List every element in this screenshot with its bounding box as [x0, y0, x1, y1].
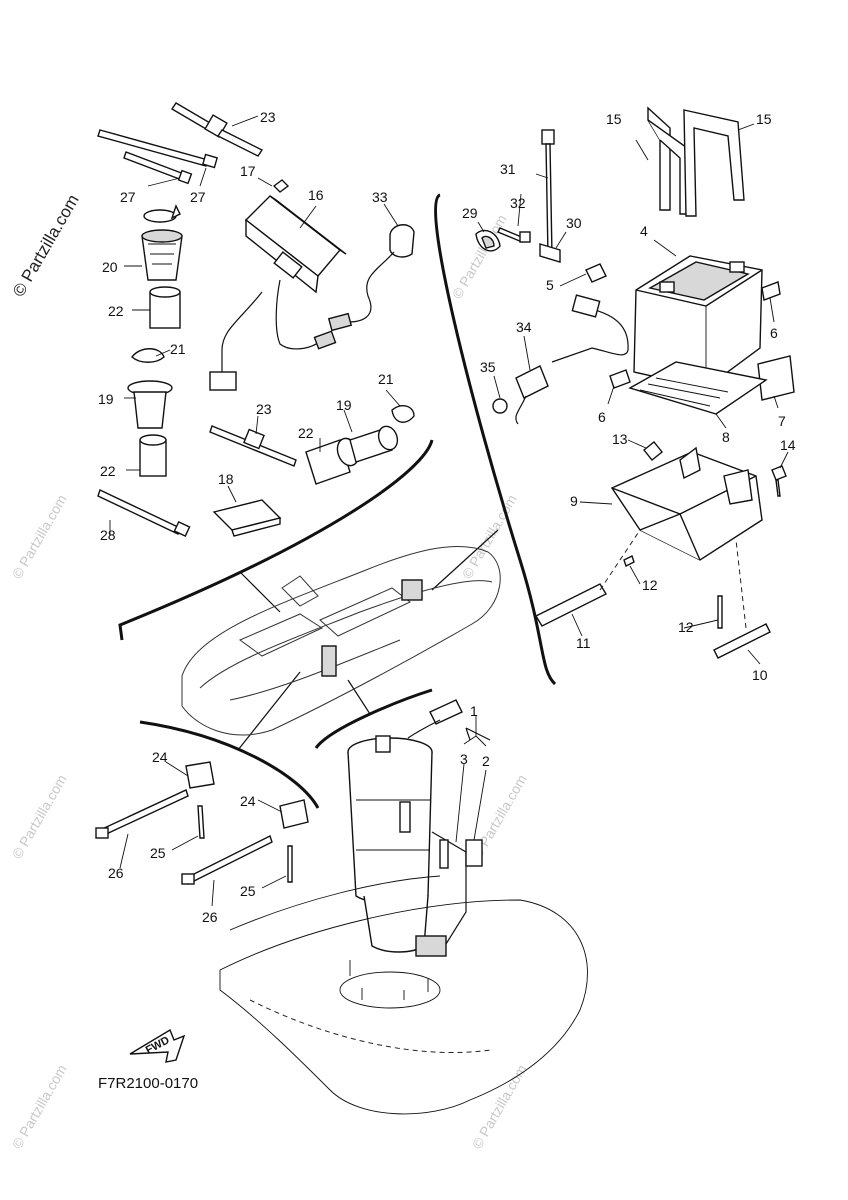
callout-14: 14	[780, 437, 796, 453]
group-brackets	[118, 193, 557, 809]
callout-26: 26	[108, 865, 124, 881]
watermark-faint: © Partzilla.com	[459, 492, 520, 582]
callout-numbers: 1 2 3 4 5 6 6 7 8 9 10 11 12 12 13 14 15…	[98, 109, 796, 925]
fuel-pump-assembly	[347, 699, 491, 957]
cable-ties-top	[97, 102, 264, 185]
right-upper-parts	[475, 129, 561, 263]
callout-30: 30	[566, 215, 582, 231]
callout-7: 7	[778, 413, 786, 429]
left-column-parts	[97, 204, 191, 537]
callout-19: 19	[336, 397, 352, 413]
callout-16: 16	[308, 187, 324, 203]
callout-29: 29	[462, 205, 478, 221]
watermark-faint: © Partzilla.com	[469, 1062, 530, 1152]
callout-1: 1	[470, 703, 478, 719]
callout-18: 18	[218, 471, 234, 487]
callout-22: 22	[100, 463, 116, 479]
forward-arrow: FWD	[129, 1028, 186, 1063]
watermark-faint: © Partzilla.com	[9, 772, 70, 862]
callout-23: 23	[260, 109, 276, 125]
callout-17: 17	[240, 163, 256, 179]
watermark-main: © Partzilla.com	[9, 191, 83, 300]
callout-12: 12	[678, 619, 694, 635]
callout-12: 12	[642, 577, 658, 593]
ecu-assembly	[209, 179, 415, 391]
drawing-code: F7R2100-0170	[98, 1075, 198, 1092]
callout-33: 33	[372, 189, 388, 205]
callout-35: 35	[480, 359, 496, 375]
callout-9: 9	[570, 493, 578, 509]
callout-34: 34	[516, 319, 532, 335]
callout-21: 21	[170, 341, 186, 357]
callout-3: 3	[460, 751, 468, 767]
callout-20: 20	[102, 259, 118, 275]
callout-32: 32	[510, 195, 526, 211]
callout-24: 24	[152, 749, 168, 765]
callout-24: 24	[240, 793, 256, 809]
faint-watermarks: © Partzilla.com © Partzilla.com © Partzi…	[9, 212, 530, 1152]
callout-11: 11	[576, 635, 591, 651]
center-small-parts	[209, 405, 415, 537]
callout-26: 26	[202, 909, 218, 925]
callout-23: 23	[256, 401, 272, 417]
watercraft-hull	[181, 545, 501, 736]
watermark-faint: © Partzilla.com	[9, 1062, 70, 1152]
callout-8: 8	[722, 429, 730, 445]
watermark-faint: © Partzilla.com	[9, 492, 70, 582]
fuel-tank-top	[219, 875, 588, 1115]
battery-box-assembly	[535, 441, 787, 659]
lower-left-parts	[95, 761, 309, 885]
callout-leaders	[109, 115, 789, 907]
callout-31: 31	[500, 161, 516, 177]
callout-22: 22	[298, 425, 314, 441]
callout-19: 19	[98, 391, 114, 407]
callout-13: 13	[612, 431, 628, 447]
callout-10: 10	[752, 667, 768, 683]
callout-21: 21	[378, 371, 394, 387]
callout-27: 27	[190, 189, 206, 205]
callout-6: 6	[770, 325, 778, 341]
callout-2: 2	[482, 753, 490, 769]
watermark-faint: © Partzilla.com	[449, 212, 510, 302]
callout-4: 4	[640, 223, 648, 239]
battery-assembly	[492, 106, 795, 425]
callout-15: 15	[756, 111, 772, 127]
callout-25: 25	[150, 845, 166, 861]
callout-22: 22	[108, 303, 124, 319]
callout-27: 27	[120, 189, 136, 205]
callout-28: 28	[100, 527, 116, 543]
callout-6: 6	[598, 409, 606, 425]
callout-15: 15	[606, 111, 622, 127]
callout-25: 25	[240, 883, 256, 899]
callout-5: 5	[546, 277, 554, 293]
